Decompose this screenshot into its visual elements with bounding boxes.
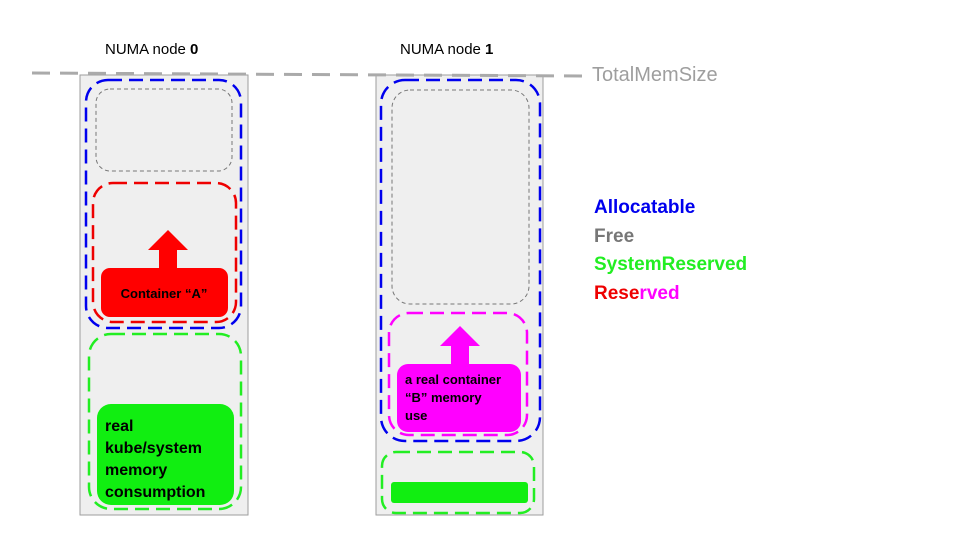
legend-free: Free	[594, 226, 634, 247]
container-b-line-2: “B” memory	[405, 390, 482, 405]
node-0-allocatable-region	[84, 78, 243, 330]
container-b-line-3: use	[405, 408, 427, 423]
numa-node-1-column	[375, 74, 544, 516]
total-mem-label: TotalMemSize	[592, 64, 718, 86]
system-consumption-line-2: kube/system	[105, 440, 202, 457]
container-a-block	[101, 268, 228, 317]
node-0-free-region	[95, 88, 233, 172]
container-a-label: Container “A”	[121, 286, 208, 301]
legend-allocatable: Allocatable	[594, 197, 695, 218]
node-1-free-region	[391, 89, 530, 305]
node-0-reserved-region	[91, 181, 238, 324]
node-1-system-reserved-region	[380, 450, 536, 515]
legend-reserved: Reserved	[594, 283, 680, 304]
node-0-title: NUMA node 0	[105, 41, 198, 58]
node-1-allocatable-region	[379, 78, 542, 443]
node-1-system-consumption-block	[391, 482, 528, 503]
system-consumption-line-4: consumption	[105, 484, 205, 501]
node-1-growth-arrow-icon	[440, 326, 480, 368]
system-consumption-line-1: real	[105, 418, 133, 435]
node-0-growth-arrow-icon	[148, 230, 188, 272]
node-0-system-reserved-region	[87, 332, 243, 511]
system-consumption-line-3: memory	[105, 462, 167, 479]
node-1-container-b-region	[387, 311, 529, 437]
legend-system-reserved: SystemReserved	[594, 254, 747, 275]
node-1-title: NUMA node 1	[400, 41, 493, 58]
system-consumption-block	[97, 404, 234, 505]
container-b-block	[397, 364, 521, 432]
container-b-line-1: a real container	[405, 372, 501, 387]
total-mem-line	[31, 71, 586, 78]
